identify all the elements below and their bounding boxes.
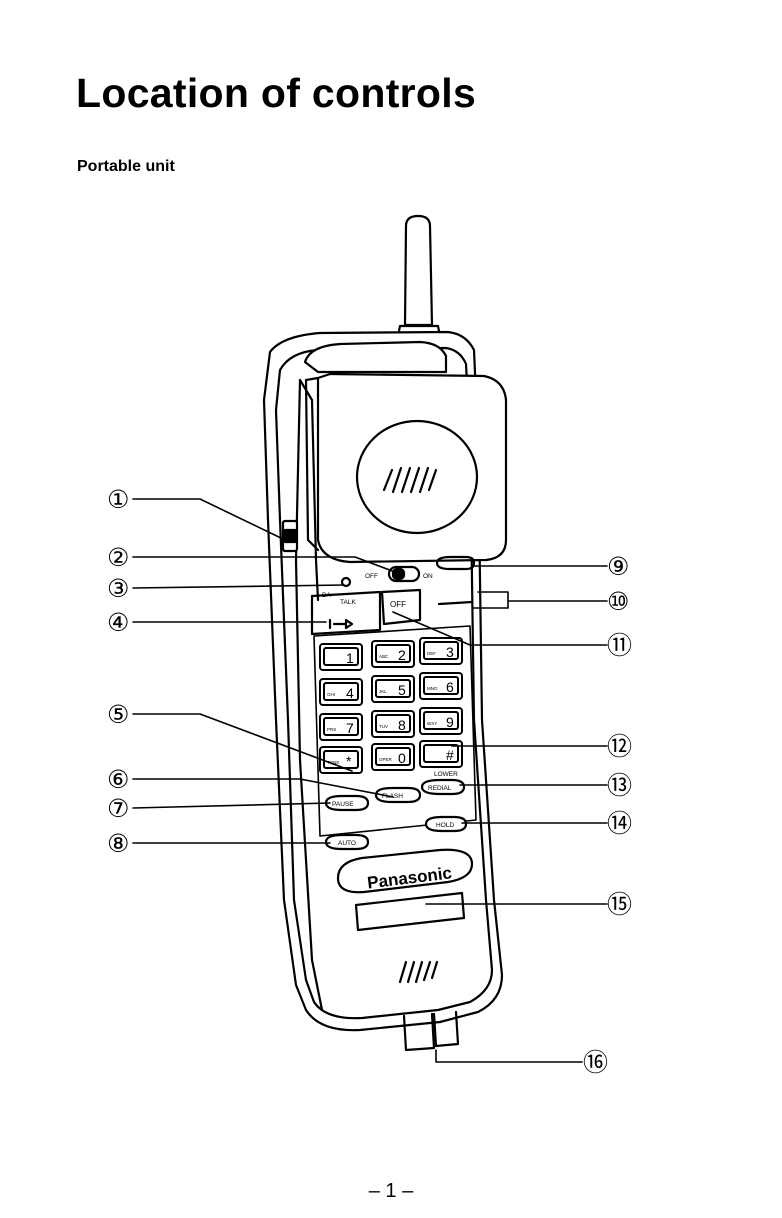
key-digit: 3 [446,644,454,660]
callout-6: ⑥ [107,766,129,794]
callout-2: ② [107,544,129,572]
key-letters: OPER [379,757,393,762]
callout-5: ⑤ [107,701,129,729]
key-digit: 5 [398,682,406,698]
key-3[interactable]: 3 DEF [420,638,462,664]
callout-7: ⑦ [107,795,129,823]
key-letters: ABC [379,654,389,659]
key-10[interactable]: *TONE [320,747,362,773]
lower-label: LOWER [434,771,458,778]
callout-15: ⑮ [607,891,632,919]
switch-on-label: ON [423,573,433,580]
ba-label: BA [322,592,331,599]
callout-16: ⑯ [583,1049,608,1077]
callout-11: ⑪ [607,632,632,660]
antenna [398,216,440,336]
key-digit: * [346,753,352,769]
earpiece-housing [305,342,506,562]
key-5[interactable]: 5 JKL [372,676,414,702]
key-letters: GHI [327,692,335,697]
callout-3: ③ [107,575,129,603]
key-letters: WXY [427,721,437,726]
callout-8: ⑧ [107,830,129,858]
callout-1: ① [107,486,129,514]
flash-label: FLASH [382,793,403,800]
power-switch[interactable] [389,567,419,581]
key-digit: 9 [446,714,454,730]
ringer-switch[interactable] [283,521,297,551]
talk-label: TALK [340,599,356,606]
callout-13: ⑬ [607,772,632,800]
key-1[interactable]: 1 [320,644,362,670]
callout-14: ⑭ [607,810,632,838]
key-2[interactable]: 2 ABC [372,641,414,667]
key-11[interactable]: 0 OPER [372,744,414,770]
key-digit: 1 [346,650,354,666]
key-letters: PRS [327,727,336,732]
key-digit: 7 [346,720,354,736]
callout-4: ④ [107,609,129,637]
key-4[interactable]: 4 GHI [320,679,362,705]
callout-9: ⑨ [607,553,629,581]
key-digit: # [446,747,454,763]
key-letters: TUV [379,724,388,729]
key-digit: 2 [398,647,406,663]
hold-label: HOLD [436,822,454,829]
callout-10: ⑩ [607,588,629,616]
redial-label: REDIAL [428,785,452,792]
key-7[interactable]: 7 PRS [320,714,362,740]
key-digit: 4 [346,685,354,701]
key-6[interactable]: 6 MNO [420,673,462,699]
key-letters: MNO [427,686,438,691]
key-digit: 6 [446,679,454,695]
pause-label: PAUSE [332,801,354,808]
page-number: – 1 – [0,1180,782,1203]
key-8[interactable]: 8 TUV [372,711,414,737]
key-12[interactable]: # [420,741,462,767]
key-digit: 0 [398,750,406,766]
auto-label: AUTO [338,840,356,847]
switch-off-label: OFF [365,573,378,580]
key-digit: 8 [398,717,406,733]
key-9[interactable]: 9 WXY [420,708,462,734]
key-letters: DEF [427,651,436,656]
off-key-label: OFF [390,600,406,609]
callout-12: ⑫ [607,733,632,761]
key-letters: JKL [379,689,387,694]
